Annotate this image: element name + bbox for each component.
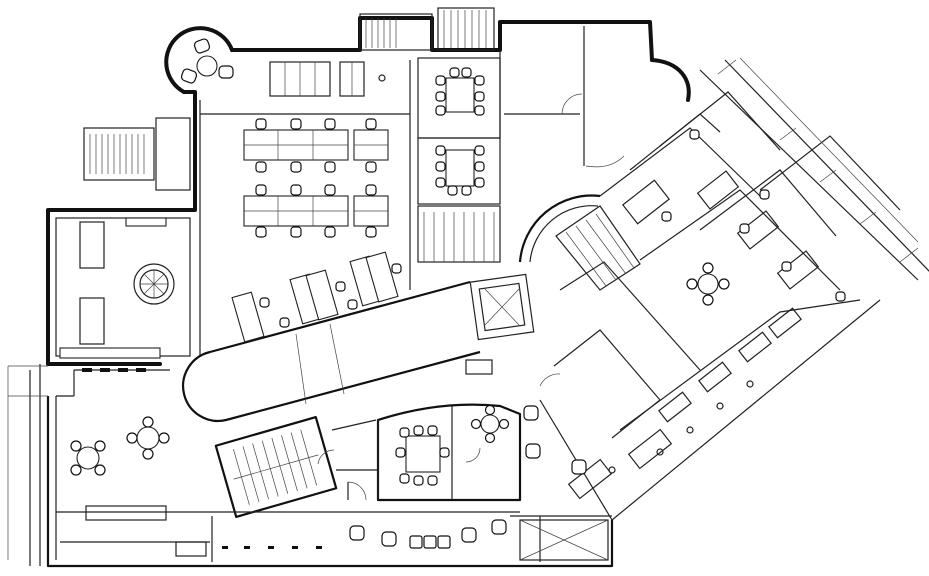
central-stair-atrium [518,194,641,291]
north-exterior-stair [359,7,495,51]
east-round-table [686,262,730,306]
south-stair [214,416,338,518]
west-room [55,217,191,359]
southwest-lounge-fixtures [7,364,170,566]
workstations-north-row [243,118,389,173]
south-lobby [56,373,612,562]
meeting-room-north [417,57,501,139]
east-private-offices [599,91,901,302]
southeast-service-rooms [553,261,861,500]
south-meeting-room [376,403,522,502]
center-stair-flight [417,205,501,263]
elevator-core [465,273,535,375]
workstations-south-row [243,184,389,238]
west-exterior-stair [83,117,191,191]
interior-partitions [199,26,625,356]
curved-corridor [181,251,481,422]
southwest-lounge-table-a [70,440,106,476]
meeting-room-middle [417,137,501,205]
southwest-lounge-table-b [126,416,170,460]
exterior-walls [46,16,929,568]
dimension-lines [717,57,919,263]
storage-cabinets [200,61,410,115]
corner-lounge [180,38,234,84]
south-round-table [470,404,510,444]
